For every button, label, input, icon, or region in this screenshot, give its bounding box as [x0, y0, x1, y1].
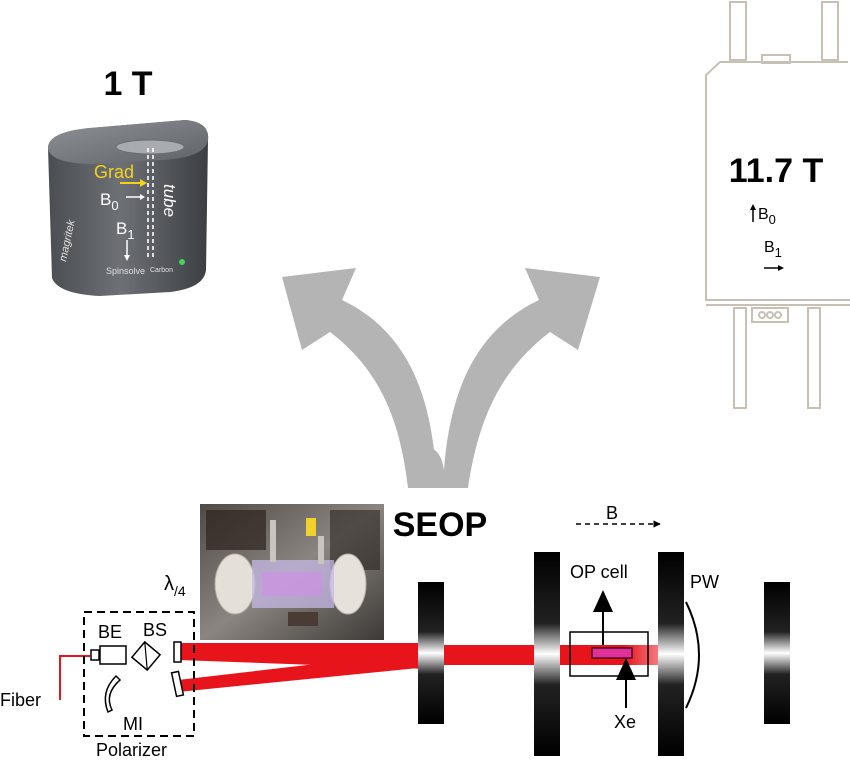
photo-base	[288, 612, 318, 626]
benchtop-b1-label: B1	[116, 219, 135, 242]
coil-2	[534, 552, 560, 756]
lambda-label: λ/4	[164, 573, 186, 599]
benchtop-magnet-body	[48, 120, 209, 296]
coil-4	[764, 582, 790, 724]
coil-1	[418, 582, 444, 724]
mi-label: MI	[123, 714, 143, 734]
beam-expander	[99, 645, 127, 665]
waveplate-lower	[170, 670, 185, 698]
variant-label: Carbon	[150, 267, 173, 274]
hf-b0-arrow-icon	[750, 204, 756, 210]
beam-middle	[428, 645, 540, 665]
magnet-top-cap	[761, 54, 791, 64]
op-cell-assembly: OP cell Xe PW	[569, 562, 719, 732]
setup-photo	[200, 504, 384, 640]
magnet-post-left-top	[729, 1, 747, 61]
beam-lower	[178, 651, 428, 692]
photo-pipe-2	[318, 536, 324, 564]
polarizer: BE BS λ/4 MI Polarizer Fiber	[0, 573, 195, 760]
split-arrow-right-icon	[444, 268, 600, 488]
hf-b0-label: B0	[758, 206, 776, 227]
high-field-magnet	[705, 1, 850, 409]
op-cell-arrow-icon	[593, 590, 613, 612]
coils	[418, 552, 790, 756]
benchtop-b1-arrow-icon	[124, 255, 130, 261]
photo-glow	[262, 572, 322, 596]
op-cell-label: OP cell	[570, 562, 628, 582]
xe-label: Xe	[614, 712, 636, 732]
coil-3	[658, 552, 684, 756]
photo-background-left	[206, 510, 266, 550]
waveplate-upper	[173, 641, 182, 663]
beam-splitter-diagonal	[144, 641, 148, 671]
benchtop-field-label: 1 T	[103, 65, 152, 103]
mirror-icon	[104, 674, 122, 714]
magnet-post-right-top	[821, 1, 839, 61]
field-b-label: B	[606, 503, 618, 523]
bs-label: BS	[143, 620, 167, 640]
connector-pin-3	[774, 311, 782, 319]
seop-label: SEOP	[393, 506, 487, 544]
photo-yellow-valve	[306, 518, 316, 536]
benchtop-b0-arrow-icon	[140, 194, 145, 200]
fiber-label: Fiber	[0, 690, 41, 710]
photo-cap-left	[214, 553, 256, 615]
hf-b1-arrow-icon	[778, 265, 784, 271]
op-cell	[591, 647, 633, 659]
fiber-coupler	[90, 649, 100, 661]
grad-label: Grad	[94, 162, 134, 182]
high-field-label: 11.7 T	[729, 152, 824, 190]
magnet-connector	[751, 307, 789, 323]
status-led-icon	[179, 259, 185, 265]
tube-label: tube	[160, 184, 179, 217]
connector-pin-2	[766, 311, 774, 319]
model-label: Spinsolve	[106, 266, 145, 276]
magnet-leg-right	[807, 307, 821, 409]
split-arrow-stem-icon	[408, 447, 469, 488]
polarizer-box	[83, 611, 195, 737]
split-arrow-left-icon	[282, 268, 436, 488]
pump-window	[685, 601, 700, 709]
grad-arrow-icon	[140, 179, 147, 187]
polarizer-label: Polarizer	[96, 740, 167, 760]
hf-b1-label: B1	[764, 239, 782, 260]
xe-arrow-icon	[616, 658, 636, 680]
sample-port	[115, 139, 185, 155]
connector-pin-1	[758, 311, 766, 319]
benchtop-magnet: 1 T tube Grad B0 B1 magritek Spinsolve C…	[48, 65, 209, 296]
magnet-leg-left	[733, 307, 747, 409]
photo-pipe-1	[270, 520, 276, 562]
photo-cap-right	[329, 553, 367, 615]
pw-label: PW	[690, 572, 719, 592]
op-cell-oven	[569, 631, 649, 677]
fiber-line	[59, 655, 90, 700]
benchtop-b0-label: B0	[100, 190, 119, 213]
high-field-labels: 11.7 T B0 B1	[729, 152, 824, 271]
be-label: BE	[98, 622, 122, 642]
split-arrows	[282, 268, 600, 488]
